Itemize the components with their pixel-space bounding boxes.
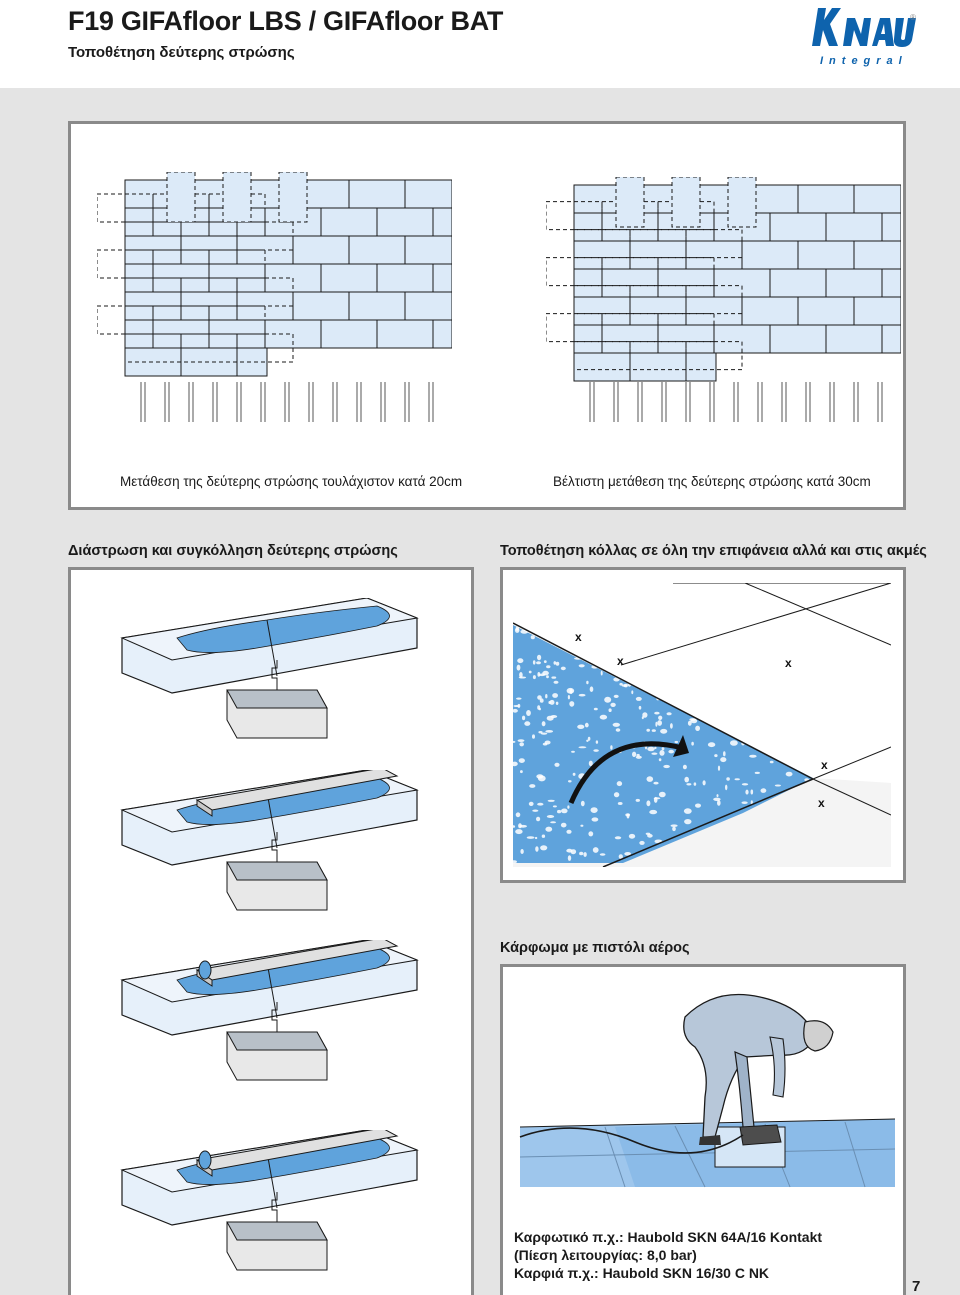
page-subtitle: Τοποθέτηση δεύτερης στρώσης — [68, 44, 295, 61]
board-step-1 — [120, 598, 419, 739]
caption-left: Μετάθεση της δεύτερης στρώσης τουλάχιστο… — [120, 474, 463, 489]
board-step-4 — [120, 1130, 419, 1271]
page-header: F19 GIFAfloor LBS / GIFAfloor BAT Τοποθέ… — [0, 0, 960, 88]
nail-mark-1: x — [575, 630, 582, 644]
layout-panel: Μετάθεση της δεύτερης στρώσης τουλάχιστο… — [68, 121, 906, 510]
nailing-info: Καρφωτικό π.χ.: Haubold SKN 64A/16 Konta… — [514, 1228, 822, 1282]
layout-drawing-right — [546, 177, 901, 422]
layout-drawing-left — [97, 172, 452, 422]
nail-mark-5: x — [818, 796, 825, 810]
board-step-3 — [120, 940, 419, 1081]
adhesive-drawing: x x x x x — [513, 583, 891, 867]
nail-mark-2: x — [617, 654, 624, 668]
nailing-panel — [500, 964, 906, 1295]
nail-model: Καρφιά π.χ.: Haubold SKN 16/30 C NK — [514, 1265, 770, 1281]
section-title-nailing: Κάρφωμα με πιστόλι αέρος — [500, 940, 690, 956]
knauf-logo: Integral ® — [812, 8, 916, 67]
page-number: 7 — [912, 1278, 921, 1295]
board-step-2 — [120, 770, 419, 911]
lay-glue-panel — [68, 567, 474, 1295]
nailing-drawing — [519, 993, 895, 1188]
section-title-lay-glue: Διάστρωση και συγκόλληση δεύτερης στρώση… — [68, 543, 398, 559]
page-title: F19 GIFAfloor LBS / GIFAfloor BAT — [68, 6, 504, 36]
nailer-model: Καρφωτικό π.χ.: Haubold SKN 64A/16 Konta… — [514, 1229, 823, 1245]
caption-right: Βέλτιστη μετάθεση της δεύτερης στρώσης κ… — [553, 474, 871, 489]
nail-mark-3: x — [785, 656, 792, 670]
adhesive-panel: x x x x x — [500, 567, 906, 883]
svg-text:Integral: Integral — [820, 55, 908, 67]
operating-pressure: (Πίεση λειτουργίας: 8,0 bar) — [514, 1247, 697, 1263]
section-title-adhesive: Τοποθέτηση κόλλας σε όλη την επιφάνεια α… — [500, 543, 927, 559]
svg-text:®: ® — [910, 13, 916, 22]
nail-mark-4: x — [821, 758, 828, 772]
